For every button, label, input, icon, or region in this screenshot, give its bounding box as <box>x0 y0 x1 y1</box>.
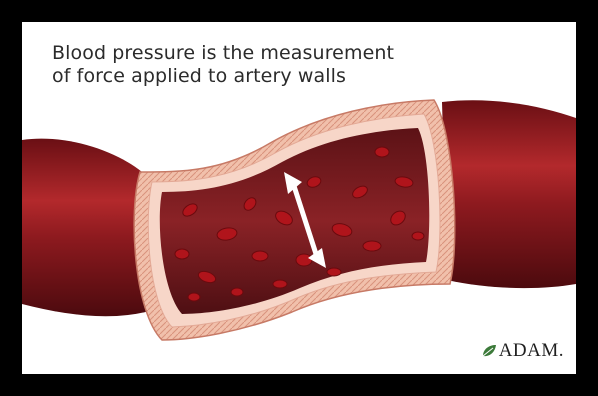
leaf-icon <box>481 344 497 358</box>
diagram-canvas: Blood pressure is the measurement of for… <box>22 22 576 374</box>
diagram-caption: Blood pressure is the measurement of for… <box>52 42 394 88</box>
adam-logo: ADAM. <box>481 340 564 362</box>
caption-line-1: Blood pressure is the measurement <box>52 42 394 65</box>
artery-right-segment <box>442 100 576 288</box>
caption-line-2: of force applied to artery walls <box>52 65 394 88</box>
logo-text: ADAM. <box>499 340 564 362</box>
